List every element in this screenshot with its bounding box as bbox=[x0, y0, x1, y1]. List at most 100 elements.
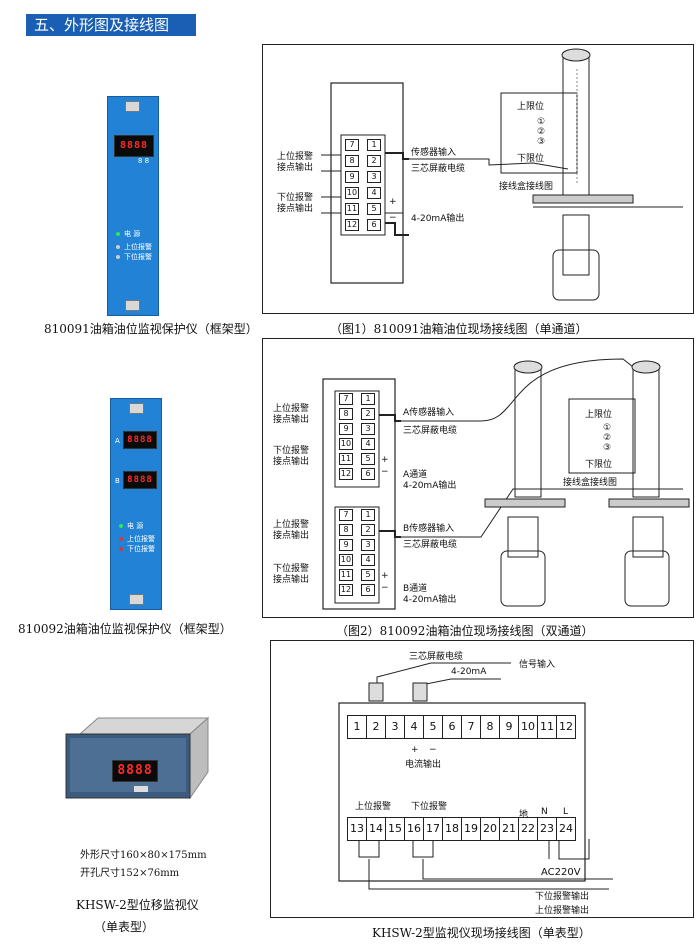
mount-tab-top bbox=[129, 403, 144, 414]
junction-box-label: 接线盒接线图 bbox=[499, 182, 554, 192]
current-output-label: 电流输出 bbox=[405, 760, 442, 770]
terminal-9: 9 bbox=[345, 171, 359, 183]
lower-alarm-output: 下位报警输出 bbox=[535, 892, 590, 902]
upper-alarm-label: 上位报警 bbox=[355, 802, 392, 812]
terminal-6: 6 bbox=[361, 468, 375, 480]
terminal: 23 bbox=[537, 817, 557, 841]
channel-a-label: A bbox=[115, 437, 120, 445]
upper-alarm-label: 上位报警 bbox=[127, 535, 155, 543]
ch-b-1: B通道 bbox=[403, 584, 428, 594]
sensor-b-label: B传感器输入 bbox=[403, 524, 455, 534]
wiring-diagram-3-graphic bbox=[338, 662, 613, 890]
diagram3-caption: KHSW-2型监视仪现场接线图（单表型） bbox=[372, 926, 591, 940]
terminal: 20 bbox=[480, 817, 500, 841]
wiring-diagram-1: 7 1 8 2 9 3 10 4 11 5 12 6 上位报警 接点输出 下位报… bbox=[262, 44, 694, 314]
ch-a-2: 4-20mA输出 bbox=[403, 481, 457, 491]
minus-sign: − bbox=[429, 745, 437, 755]
khsw-name: KHSW-2型位移监视仪 bbox=[76, 898, 199, 912]
terminal: 8 bbox=[480, 715, 500, 739]
lower-alarm-label: 下位报警 bbox=[127, 545, 155, 553]
top-terminal-strip: 1 2 3 4 5 6 7 8 9 10 11 12 bbox=[347, 715, 579, 741]
terminal: 19 bbox=[461, 817, 481, 841]
power-label: 电 源 bbox=[124, 230, 141, 238]
a-lower-alarm-2: 接点输出 bbox=[273, 457, 310, 467]
sensor-a-label: A传感器输入 bbox=[403, 408, 455, 418]
wiring-diagram-3: 三芯屏蔽电缆 信号输入 4-20mA 1 2 3 4 5 6 7 8 9 10 … bbox=[270, 640, 694, 918]
terminal-12: 12 bbox=[345, 219, 359, 231]
wiring-diagram-1-graphic bbox=[321, 48, 683, 301]
terminal-6: 6 bbox=[367, 219, 381, 231]
terminal: 16 bbox=[404, 817, 424, 841]
lower-alarm-led bbox=[116, 255, 120, 259]
terminal: 22 bbox=[518, 817, 538, 841]
mount-tab-bottom bbox=[125, 300, 140, 311]
khsw-led-display: 8888 bbox=[112, 760, 158, 782]
terminal-8: 8 bbox=[339, 408, 353, 420]
lower-alarm-label: 下位报警 bbox=[411, 802, 448, 812]
box-num-2: ② bbox=[603, 433, 612, 443]
power-led bbox=[116, 232, 120, 236]
khsw-cut-size: 开孔尺寸152×76mm bbox=[80, 868, 180, 879]
b-lower-alarm-1: 下位报警 bbox=[273, 564, 310, 574]
diagram1-caption: （图1）810091油箱油位现场接线图（单通道） bbox=[330, 322, 588, 336]
box-num-1: ① bbox=[603, 423, 612, 433]
terminal-11: 11 bbox=[339, 453, 353, 465]
terminal-8: 8 bbox=[345, 155, 359, 167]
terminal-11: 11 bbox=[339, 569, 353, 581]
terminal: 3 bbox=[385, 715, 405, 739]
terminal-9: 9 bbox=[339, 423, 353, 435]
terminal-10: 10 bbox=[345, 187, 359, 199]
terminal-7: 7 bbox=[339, 393, 353, 405]
terminal: 7 bbox=[461, 715, 481, 739]
khsw-device-graphic bbox=[65, 716, 210, 800]
signal-input-label: 信号输入 bbox=[519, 660, 556, 670]
terminal-4: 4 bbox=[361, 554, 375, 566]
terminal: 11 bbox=[537, 715, 557, 739]
khsw-device: 8888 bbox=[62, 712, 212, 802]
terminal-10: 10 bbox=[339, 554, 353, 566]
ground-label: 地 bbox=[519, 810, 529, 820]
display-sublabel: 8 8 bbox=[138, 157, 150, 165]
terminal: 10 bbox=[518, 715, 538, 739]
diagram2-caption: （图2）810092油箱油位现场接线图（双通道） bbox=[336, 624, 594, 638]
terminal: 5 bbox=[423, 715, 443, 739]
plus-b: + bbox=[381, 571, 389, 581]
cable-label: 三芯屏蔽电缆 bbox=[409, 652, 464, 662]
upper-alarm-led bbox=[116, 245, 120, 249]
led-display-a: 8888 bbox=[123, 431, 157, 449]
plus-a: + bbox=[381, 455, 389, 465]
terminal-1: 1 bbox=[361, 509, 375, 521]
terminal-8: 8 bbox=[339, 524, 353, 536]
mount-tab-bottom bbox=[129, 594, 144, 605]
terminal-2: 2 bbox=[367, 155, 381, 167]
ac-label: AC220V bbox=[541, 867, 581, 878]
terminal: 15 bbox=[385, 817, 405, 841]
a-upper-alarm-1: 上位报警 bbox=[273, 404, 310, 414]
terminal-10: 10 bbox=[339, 438, 353, 450]
sensor-input-label: 传感器输入 bbox=[411, 148, 457, 158]
khsw-subtitle: （单表型） bbox=[94, 920, 155, 934]
minus-a: − bbox=[381, 467, 389, 477]
box-num-3: ③ bbox=[537, 137, 546, 147]
terminal-7: 7 bbox=[339, 509, 353, 521]
power-label: 电 源 bbox=[127, 522, 144, 530]
terminal-5: 5 bbox=[367, 203, 381, 215]
lower-alarm-out-1: 下位报警 bbox=[277, 193, 314, 203]
terminal-2: 2 bbox=[361, 524, 375, 536]
terminal-9: 9 bbox=[339, 539, 353, 551]
terminal-4: 4 bbox=[367, 187, 381, 199]
terminal: 13 bbox=[347, 817, 367, 841]
terminal-3: 3 bbox=[361, 423, 375, 435]
panel2-caption: 810092油箱油位监视保护仪（框架型） bbox=[18, 622, 232, 636]
b-upper-alarm-1: 上位报警 bbox=[273, 520, 310, 530]
box-lower-label: 下限位 bbox=[585, 460, 613, 470]
b-lower-alarm-2: 接点输出 bbox=[273, 575, 310, 585]
terminal: 14 bbox=[366, 817, 386, 841]
terminal-1: 1 bbox=[367, 139, 381, 151]
terminal: 2 bbox=[366, 715, 386, 739]
cable-label: 三芯屏蔽电缆 bbox=[411, 164, 466, 174]
terminal: 18 bbox=[442, 817, 462, 841]
terminal-4: 4 bbox=[361, 438, 375, 450]
upper-alarm-led bbox=[119, 537, 123, 541]
a-lower-alarm-1: 下位报警 bbox=[273, 446, 310, 456]
